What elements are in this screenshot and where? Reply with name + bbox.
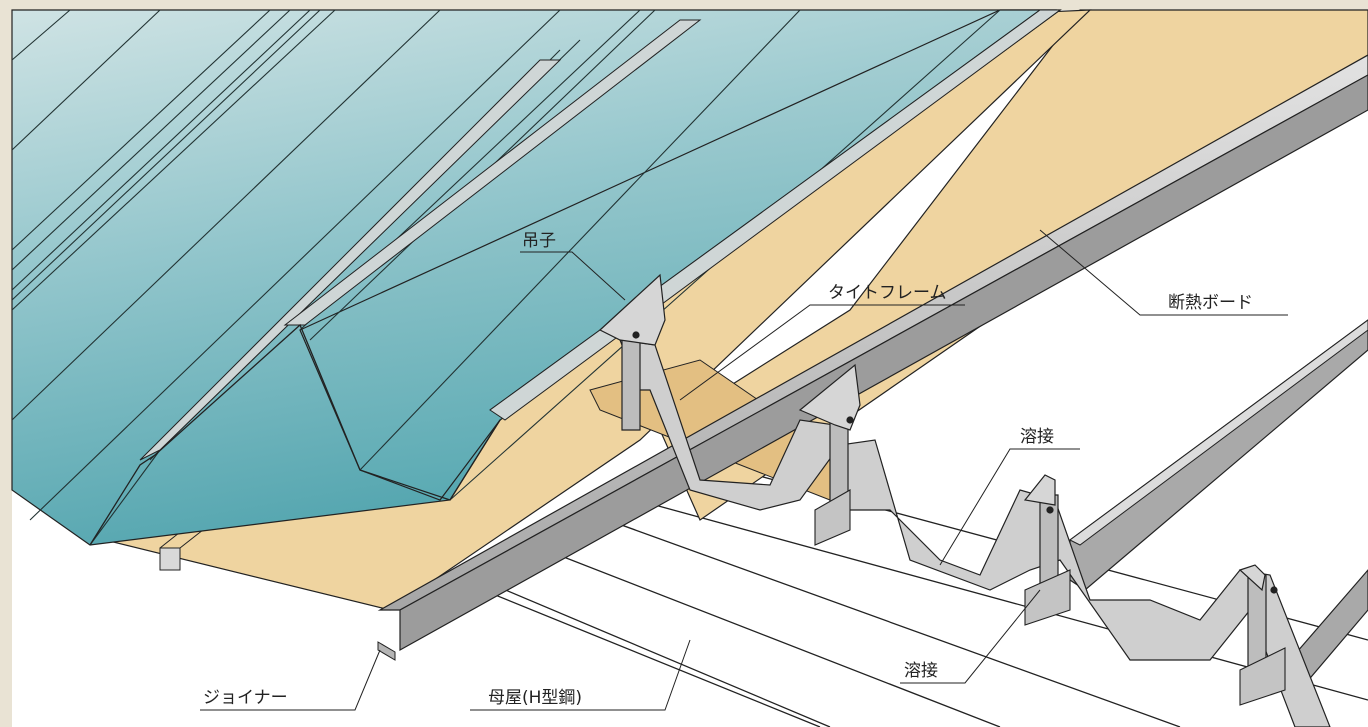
- clips: [598, 273, 1278, 594]
- label-tsuriko: 吊子: [522, 231, 556, 251]
- label-tight-frame: タイトフレーム: [828, 283, 947, 303]
- label-weld-lower: 溶接: [904, 661, 938, 681]
- weld-brackets: [814, 489, 1286, 706]
- label-joiner: ジョイナー: [203, 688, 288, 708]
- label-purlin: 母屋(H型鋼): [488, 688, 582, 708]
- tight-frame: [619, 339, 1331, 727]
- joiner-rail: [377, 54, 1368, 661]
- label-weld-upper: 溶接: [1020, 427, 1054, 447]
- leader-lines: [200, 229, 1288, 711]
- label-insulation-board: 断熱ボード: [1168, 293, 1253, 313]
